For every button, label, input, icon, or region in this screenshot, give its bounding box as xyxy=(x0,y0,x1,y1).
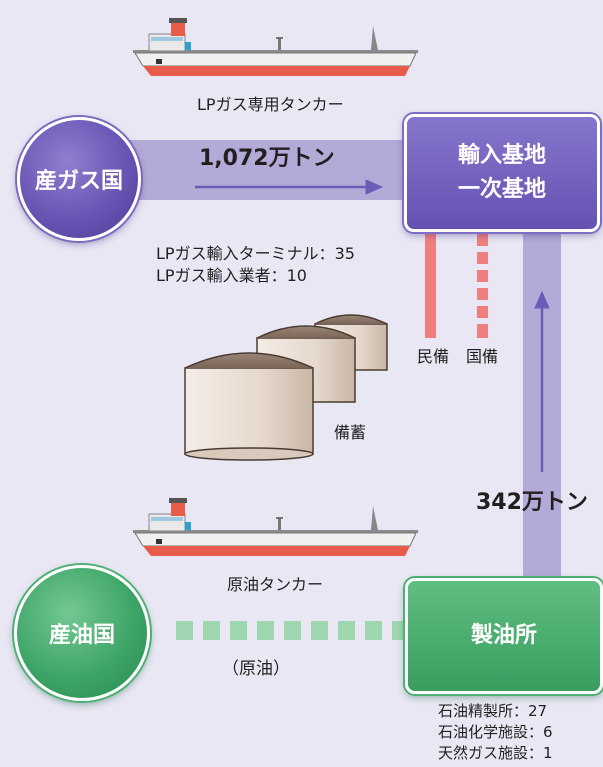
crude-tanker-label: 原油タンカー xyxy=(227,575,324,594)
national-reserve-line xyxy=(477,234,488,338)
storage-label: 備蓄 xyxy=(334,423,367,442)
oil-country-label: 産油国 xyxy=(48,623,115,648)
import-volume-label: 1,072万トン xyxy=(199,146,335,171)
private-reserve-line xyxy=(425,232,436,338)
national-reserve-label: 国備 xyxy=(466,347,499,366)
gas-country-label: 産ガス国 xyxy=(34,169,123,194)
importers-label: LPガス輸入業者：10 xyxy=(156,266,307,285)
gas-country-node: 産ガス国 xyxy=(17,117,141,241)
lpg-tanker-label: LPガス専用タンカー xyxy=(197,95,344,114)
terminals-label: LPガス輸入ターミナル：35 xyxy=(156,244,355,263)
storage-tanks xyxy=(175,308,415,482)
import-base-line1: 輸入基地 xyxy=(457,143,546,168)
petrochem-count-label: 石油化学施設：6 xyxy=(438,723,553,741)
refinery-volume-label: 342万トン xyxy=(476,490,588,515)
crude-oil-line xyxy=(176,621,404,640)
refinery-label: 製油所 xyxy=(470,623,537,648)
oil-country-node: 産油国 xyxy=(14,565,150,701)
import-arrow xyxy=(195,179,384,195)
refinery-arrow xyxy=(534,290,550,472)
gas-facility-count-label: 天然ガス施設：1 xyxy=(438,744,553,762)
lpg-tanker-ship xyxy=(133,14,418,82)
import-base-line2: 一次基地 xyxy=(457,177,546,202)
refinery-node: 製油所 xyxy=(405,578,603,694)
refineries-count-label: 石油精製所：27 xyxy=(438,702,548,720)
import-base-node: 輸入基地 一次基地 xyxy=(404,114,600,232)
private-reserve-label: 民備 xyxy=(417,347,450,366)
crude-tanker-ship xyxy=(133,494,418,562)
crude-oil-label: （原油） xyxy=(222,659,290,679)
